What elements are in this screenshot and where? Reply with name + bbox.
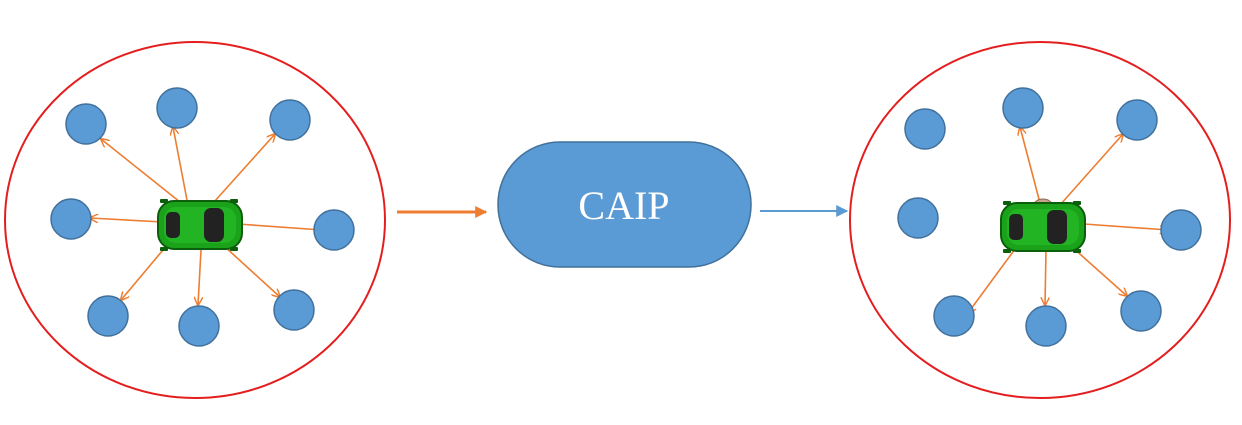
- car-top-view-icon: [157, 199, 243, 251]
- link-line: [101, 139, 181, 203]
- link-line: [173, 127, 188, 201]
- link-line: [1071, 246, 1127, 296]
- link-line: [1020, 127, 1041, 204]
- link-line: [213, 134, 275, 203]
- neighbor-node: [313, 209, 355, 251]
- caip-process-block: CAIP: [497, 141, 752, 268]
- process-label: CAIP: [578, 183, 669, 228]
- links-before: [90, 127, 322, 305]
- link-line: [1045, 249, 1046, 305]
- process-shape: [497, 141, 752, 268]
- neighbor-node: [1002, 87, 1044, 129]
- neighbors-after: [897, 87, 1202, 347]
- range-boundary-before: [4, 41, 386, 399]
- car-top-view-icon: [1000, 198, 1086, 253]
- link-line: [1059, 134, 1123, 206]
- neighbor-node: [273, 289, 315, 331]
- link-line: [121, 243, 169, 300]
- neighbor-node: [1025, 305, 1067, 347]
- neighbor-node: [1116, 99, 1158, 141]
- cluster-after: [849, 41, 1231, 399]
- link-line: [223, 245, 280, 297]
- neighbor-node: [1120, 290, 1162, 332]
- neighbors-before: [50, 87, 355, 347]
- cluster-before: [4, 41, 386, 399]
- link-line: [968, 244, 1019, 313]
- neighbor-node: [156, 87, 198, 129]
- links-after: [968, 127, 1168, 313]
- neighbor-node: [933, 295, 975, 337]
- neighbor-node: [178, 305, 220, 347]
- link-line: [1083, 223, 1168, 230]
- link-line: [198, 249, 201, 305]
- neighbor-node: [1160, 209, 1202, 251]
- neighbor-node: [65, 103, 107, 145]
- neighbor-node: [87, 295, 129, 337]
- link-line: [237, 223, 322, 230]
- range-boundary-after: [849, 41, 1231, 399]
- neighbor-node: [50, 198, 92, 240]
- neighbor-node: [269, 99, 311, 141]
- neighbor-node: [897, 197, 939, 239]
- neighbor-node: [904, 108, 946, 150]
- link-line: [90, 218, 164, 222]
